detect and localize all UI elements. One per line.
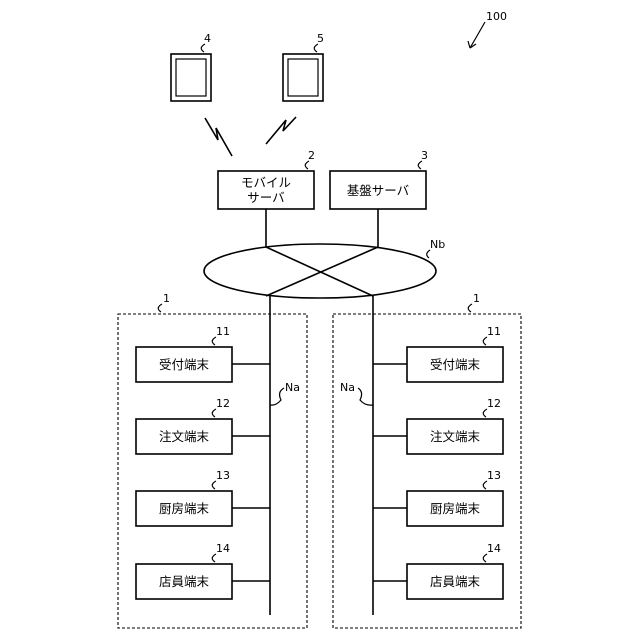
terminal-ref-leader-left-12 <box>212 409 216 417</box>
network-na-label-right: Na <box>340 381 355 394</box>
tablet-ref-leader-4 <box>201 44 205 52</box>
base-server-label: 基盤サーバ <box>347 183 409 198</box>
terminal-ref-right-13: 13 <box>487 469 501 482</box>
store-box-left <box>118 314 307 628</box>
tablet-device-4 <box>171 54 211 101</box>
terminal-left-12: 注文端末 <box>136 419 232 454</box>
terminal-ref-leader-left-13 <box>212 481 216 489</box>
network-na-label-left: Na <box>285 381 300 394</box>
system-ref-label: 100 <box>486 10 507 23</box>
terminal-left-13: 厨房端末 <box>136 491 232 526</box>
mobile-server-label-1: モバイル <box>241 175 291 190</box>
terminal-ref-right-12: 12 <box>487 397 501 410</box>
svg-text:注文端末: 注文端末 <box>159 429 210 444</box>
tablet-ref-4: 4 <box>204 32 211 45</box>
terminal-ref-leader-right-13 <box>483 481 487 489</box>
terminal-ref-leader-right-12 <box>483 409 487 417</box>
terminal-ref-leader-left-11 <box>212 337 216 345</box>
svg-text:受付端末: 受付端末 <box>430 357 481 372</box>
mobile-server-ref-leader <box>305 161 309 169</box>
network-na-leader-right <box>358 388 373 405</box>
terminal-left-11: 受付端末 <box>136 347 232 382</box>
tablet-ref-5: 5 <box>317 32 324 45</box>
mobile-server-label-2: サーバ <box>247 190 284 205</box>
terminal-right-14: 店員端末 <box>407 564 503 599</box>
tablet-ref-leader-5 <box>314 44 318 52</box>
network-nb-leader <box>427 250 430 258</box>
svg-text:厨房端末: 厨房端末 <box>159 501 210 516</box>
terminal-right-13: 厨房端末 <box>407 491 503 526</box>
wireless-link-4 <box>205 118 232 156</box>
svg-text:店員端末: 店員端末 <box>430 574 481 589</box>
network-na-leader-left <box>270 388 284 405</box>
terminal-ref-left-12: 12 <box>216 397 230 410</box>
terminal-ref-leader-left-14 <box>212 554 216 562</box>
base-server-ref: 3 <box>421 149 428 162</box>
mobile-server-ref: 2 <box>308 149 315 162</box>
store-ref-right: 1 <box>473 292 480 305</box>
terminal-ref-leader-right-14 <box>483 554 487 562</box>
terminal-ref-left-13: 13 <box>216 469 230 482</box>
store-ref-left: 1 <box>163 292 170 305</box>
tablet-device-5 <box>283 54 323 101</box>
store-ref-leader-right <box>468 304 472 312</box>
svg-text:厨房端末: 厨房端末 <box>430 501 481 516</box>
svg-text:注文端末: 注文端末 <box>430 429 481 444</box>
wireless-link-5 <box>266 117 296 144</box>
system-ref-leader <box>470 22 485 48</box>
network-nb-label: Nb <box>430 238 445 251</box>
terminal-ref-right-14: 14 <box>487 542 501 555</box>
base-server-ref-leader <box>418 161 422 169</box>
terminal-right-12: 注文端末 <box>407 419 503 454</box>
terminal-ref-leader-right-11 <box>483 337 487 345</box>
svg-text:店員端末: 店員端末 <box>159 574 210 589</box>
terminal-ref-right-11: 11 <box>487 325 501 338</box>
terminal-left-14: 店員端末 <box>136 564 232 599</box>
terminal-ref-left-14: 14 <box>216 542 230 555</box>
store-ref-leader-left <box>158 304 162 312</box>
svg-text:受付端末: 受付端末 <box>159 357 210 372</box>
terminal-right-11: 受付端末 <box>407 347 503 382</box>
terminal-ref-left-11: 11 <box>216 325 230 338</box>
